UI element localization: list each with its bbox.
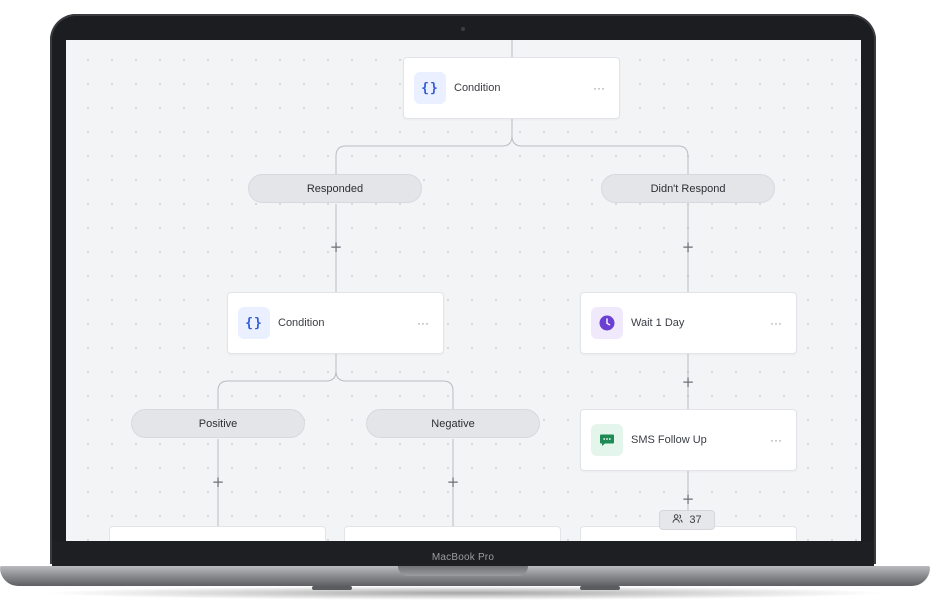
chat-bubble-icon: [591, 424, 623, 456]
condition-node-left[interactable]: {} Condition ···: [227, 292, 444, 354]
laptop-hinge-notch: [398, 566, 528, 576]
braces-icon: {}: [238, 307, 270, 339]
connector-lines: [217, 40, 689, 541]
sms-node[interactable]: SMS Follow Up ···: [580, 409, 797, 471]
more-options-icon[interactable]: ···: [593, 81, 605, 95]
laptop-base: [0, 566, 930, 586]
node-label: Wait 1 Day: [631, 317, 685, 329]
branch-label: Positive: [198, 417, 238, 430]
branch-responded[interactable]: Responded: [248, 174, 422, 203]
branch-label: Responded: [306, 182, 364, 195]
braces-icon: {}: [414, 72, 446, 104]
branch-didnt-respond[interactable]: Didn't Respond: [601, 174, 775, 203]
add-step-button[interactable]: +: [681, 238, 695, 256]
node-label: SMS Follow Up: [631, 434, 707, 446]
more-options-icon[interactable]: ···: [770, 433, 782, 447]
wait-node[interactable]: Wait 1 Day ···: [580, 292, 797, 354]
camera-dot: [461, 27, 465, 31]
node-label: Condition: [278, 317, 325, 329]
workflow-canvas[interactable]: {} Condition ··· Responded Didn't Respon…: [66, 40, 861, 541]
add-step-button[interactable]: +: [681, 490, 695, 508]
add-step-button[interactable]: +: [211, 473, 225, 491]
node-label: Condition: [454, 82, 501, 94]
audience-count: 37: [689, 514, 702, 526]
more-options-icon[interactable]: ···: [770, 316, 782, 330]
branch-label: Didn't Respond: [650, 182, 726, 195]
add-step-button[interactable]: +: [329, 238, 343, 256]
step-node-partial[interactable]: [344, 526, 561, 541]
laptop-foot: [580, 586, 620, 590]
step-node-partial[interactable]: [109, 526, 326, 541]
laptop-shadow: [40, 586, 890, 600]
branch-positive[interactable]: Positive: [131, 409, 305, 438]
branch-label: Negative: [431, 417, 475, 430]
more-options-icon[interactable]: ···: [417, 316, 429, 330]
laptop-foot: [312, 586, 352, 590]
branch-negative[interactable]: Negative: [366, 409, 540, 438]
laptop-chin: [52, 541, 874, 566]
clock-icon: [591, 307, 623, 339]
audience-count-badge[interactable]: 37: [659, 510, 715, 530]
device-brand-label: MacBook Pro: [431, 552, 495, 563]
users-icon: [672, 513, 684, 527]
add-step-button[interactable]: +: [446, 473, 460, 491]
add-step-button[interactable]: +: [681, 373, 695, 391]
condition-node-top[interactable]: {} Condition ···: [403, 57, 620, 119]
